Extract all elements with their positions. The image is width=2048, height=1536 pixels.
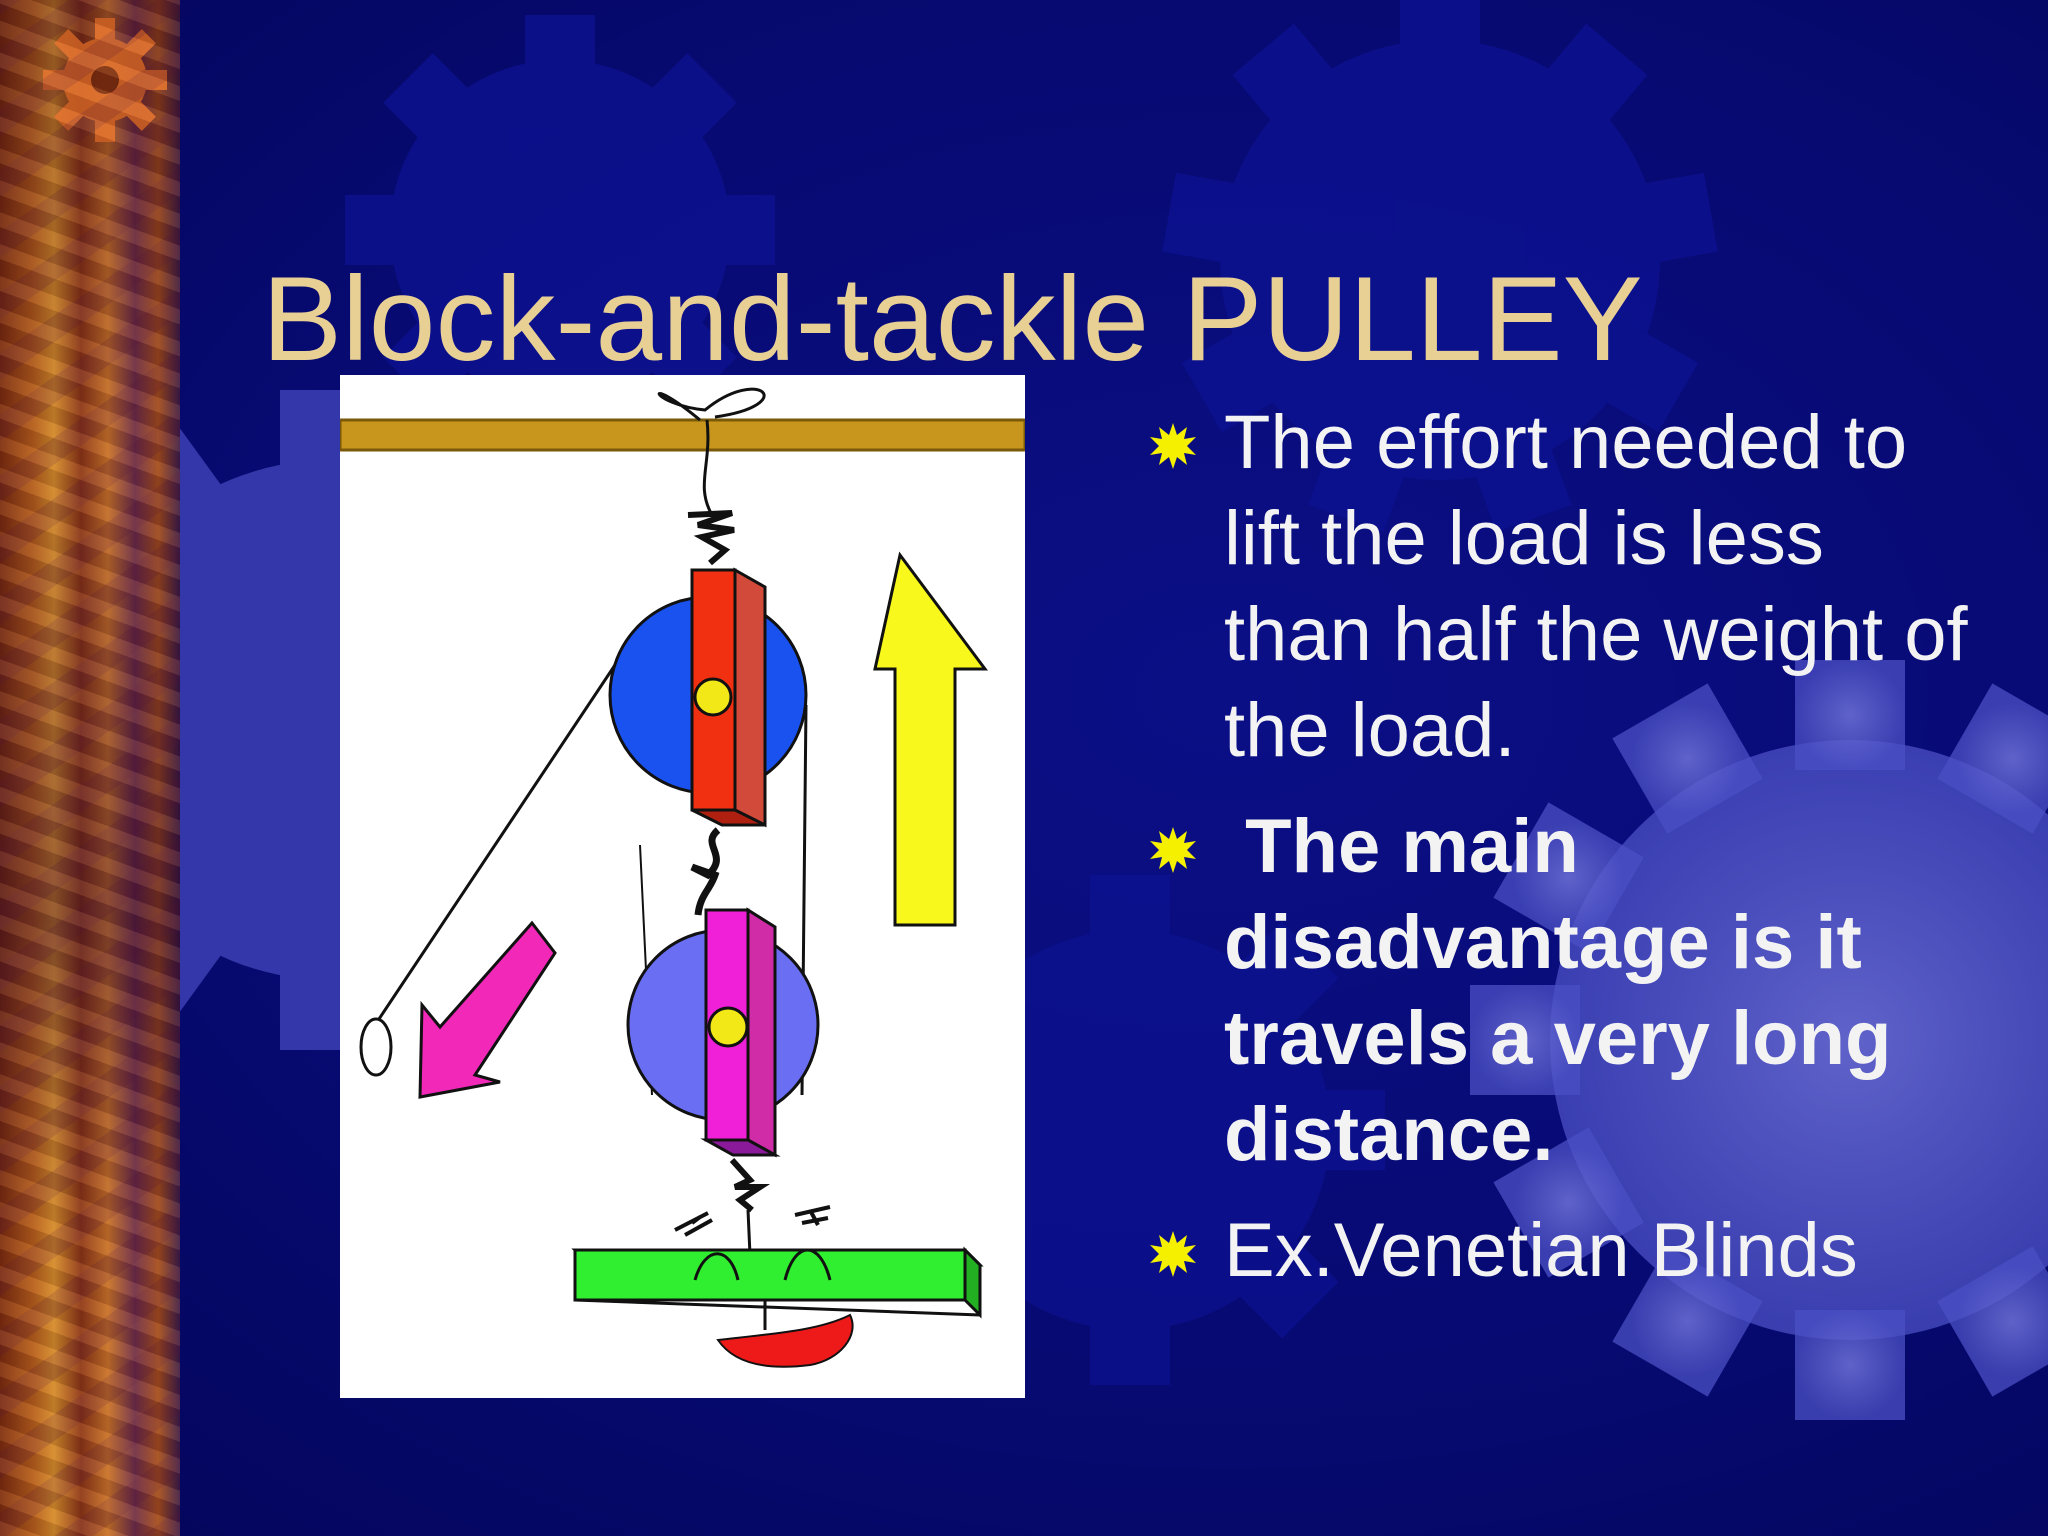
lower-axle bbox=[707, 1006, 749, 1048]
upper-axle bbox=[693, 677, 733, 717]
motion-mark bbox=[674, 1211, 713, 1237]
starburst-icon bbox=[1150, 1231, 1196, 1277]
down-arrow bbox=[418, 920, 557, 1099]
upper-block-side bbox=[733, 567, 767, 828]
pulley-figure bbox=[340, 375, 1025, 1398]
gear-icon bbox=[43, 18, 167, 142]
middle-hook bbox=[690, 827, 721, 916]
lower-block-side bbox=[746, 907, 777, 1158]
upper-hook bbox=[687, 510, 735, 566]
lower-hook bbox=[729, 1157, 771, 1213]
up-arrow bbox=[873, 551, 988, 927]
starburst-icon bbox=[1150, 827, 1196, 873]
lower-block-bottom bbox=[700, 1138, 781, 1157]
slide-title: Block-and-tackle PULLEY bbox=[262, 252, 1643, 387]
load-bar bbox=[573, 1248, 967, 1302]
red-load-object bbox=[716, 1313, 854, 1368]
bullet-list: The effort needed to lift the load is le… bbox=[1150, 395, 1990, 1319]
rope-knot bbox=[657, 387, 766, 422]
pulley-diagram-icon bbox=[340, 387, 1025, 1368]
bullet-item: Ex.Venetian Blinds bbox=[1150, 1203, 1990, 1299]
bullet-text: The effort needed to lift the load is le… bbox=[1224, 400, 1968, 773]
bullet-item: The main disadvantage is it travels a ve… bbox=[1150, 799, 1990, 1183]
bullet-text: Ex.Venetian Blinds bbox=[1224, 1208, 1858, 1293]
starburst-icon bbox=[1150, 423, 1196, 469]
load-bar-side bbox=[963, 1246, 982, 1319]
upper-block-bottom bbox=[691, 808, 766, 827]
rope-top bbox=[702, 419, 714, 516]
load-rope bbox=[746, 1209, 752, 1256]
effort-rope bbox=[373, 664, 617, 1026]
motion-mark bbox=[794, 1205, 831, 1226]
decorative-side-strip bbox=[0, 0, 180, 1536]
bullet-item: The effort needed to lift the load is le… bbox=[1150, 395, 1990, 779]
rope-handle bbox=[359, 1017, 393, 1077]
load-arch bbox=[783, 1248, 832, 1281]
bullet-text: The main disadvantage is it travels a ve… bbox=[1224, 804, 1913, 1177]
load-arch bbox=[693, 1252, 740, 1281]
ceiling-beam bbox=[340, 418, 1025, 452]
